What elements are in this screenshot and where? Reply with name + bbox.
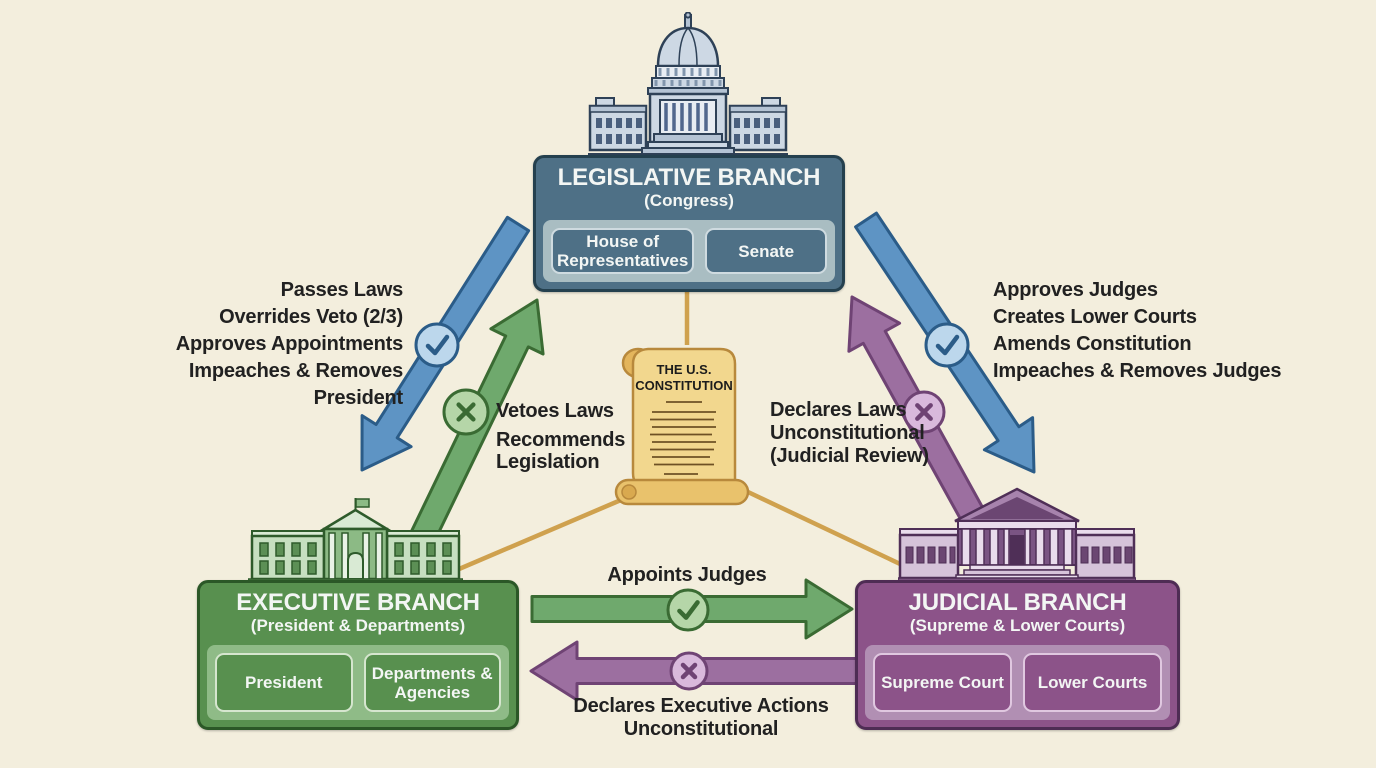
check-icon-glyph — [425, 334, 450, 356]
judicial-branch-box: JUDICIAL BRANCH (Supreme & Lower Courts)… — [855, 580, 1180, 730]
judicial-branch-title: JUDICIAL BRANCH — [908, 589, 1127, 616]
check-icon — [666, 588, 710, 632]
check-icon-glyph — [935, 334, 960, 356]
x-icon-glyph — [915, 403, 933, 421]
judicial-branch-body: Supreme Court Lower Courts — [865, 645, 1170, 720]
departments-agencies-box: Departments & Agencies — [363, 653, 501, 712]
legislative-branch-subtitle: (Congress) — [644, 191, 734, 210]
executive-branch-body: President Departments & Agencies — [207, 645, 509, 720]
capitol-building-icon — [588, 12, 788, 157]
check-icon — [924, 322, 970, 368]
supreme-court-box: Supreme Court — [873, 653, 1012, 712]
label-congress-checks-courts: Approves Judges Creates Lower Courts Ame… — [993, 279, 1282, 382]
check-icon-glyph — [677, 600, 700, 620]
constitution-title-line2: CONSTITUTION — [635, 378, 733, 393]
constitution-title-line1: THE U.S. — [657, 362, 712, 377]
label-president-checks-congress: Vetoes Laws Recommends Legislation — [496, 400, 626, 473]
supreme-court-icon — [898, 487, 1136, 584]
legislative-branch-title: LEGISLATIVE BRANCH — [557, 164, 821, 191]
executive-branch-box: EXECUTIVE BRANCH (President & Department… — [197, 580, 519, 730]
label-president-checks-courts: Appoints Judges — [607, 564, 767, 586]
x-icon-glyph — [680, 662, 698, 680]
executive-branch-header: EXECUTIVE BRANCH (President & Department… — [200, 583, 516, 638]
house-of-representatives-box: House of Representatives — [551, 228, 695, 274]
legislative-branch-header: LEGISLATIVE BRANCH (Congress) — [536, 158, 842, 213]
label-courts-check-president: Declares Executive Actions Unconstitutio… — [573, 695, 829, 740]
judicial-branch-subtitle: (Supreme & Lower Courts) — [909, 616, 1126, 635]
label-courts-check-congress: Declares Laws Unconstitutional (Judicial… — [770, 399, 929, 467]
white-house-icon — [248, 498, 463, 585]
legislative-branch-body: House of Representatives Senate — [543, 220, 835, 282]
constitution-scroll-icon: THE U.S. CONSTITUTION — [614, 347, 750, 506]
scroll-text-lines — [650, 401, 716, 475]
constitution-connector-line — [437, 494, 629, 581]
judicial-branch-header: JUDICIAL BRANCH (Supreme & Lower Courts) — [858, 583, 1177, 638]
check-icon — [414, 322, 460, 368]
executive-branch-title: EXECUTIVE BRANCH — [236, 589, 480, 616]
executive-branch-subtitle: (President & Departments) — [250, 616, 466, 635]
x-icon-glyph — [456, 402, 476, 422]
label-congress-checks-president: Passes Laws Overrides Veto (2/3) Approve… — [175, 279, 403, 409]
lower-courts-box: Lower Courts — [1023, 653, 1162, 712]
senate-box: Senate — [705, 228, 827, 274]
legislative-branch-box: LEGISLATIVE BRANCH (Congress) House of R… — [533, 155, 845, 292]
president-box: President — [215, 653, 353, 712]
